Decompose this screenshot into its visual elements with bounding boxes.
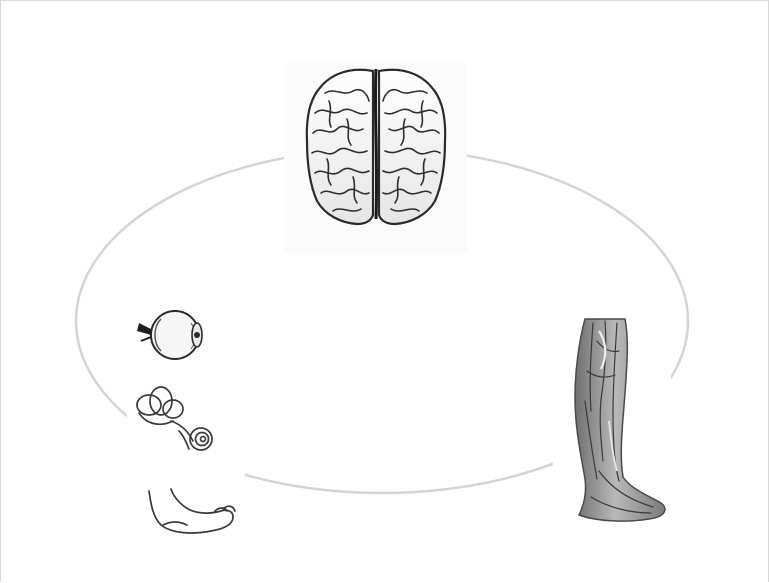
brain-icon <box>284 63 467 253</box>
